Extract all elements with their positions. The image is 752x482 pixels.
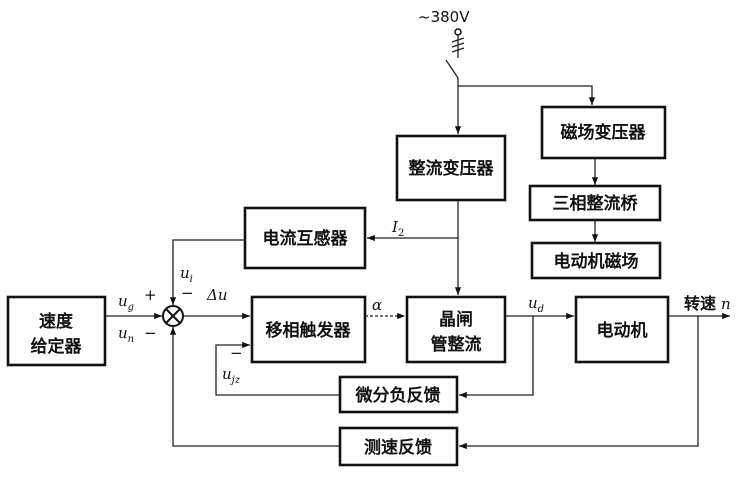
switch-icon: [445, 35, 465, 79]
arrow-to-derivative-feedback: [459, 316, 534, 399]
label-speed-n: n: [721, 295, 731, 313]
block-thyristor-rectifier: 晶闸 管整流: [405, 295, 507, 364]
label-i2: I2: [391, 218, 404, 239]
block-three-phase-bridge: 三相整流桥: [528, 184, 662, 222]
block-motor: 电动机: [574, 295, 670, 364]
label-ug: ug: [118, 292, 134, 313]
supply-terminal: [454, 28, 462, 36]
label-ui: ui: [180, 264, 193, 285]
svg-text:磁场变压器: 磁场变压器: [561, 122, 647, 143]
svg-text:整流变压器: 整流变压器: [409, 158, 495, 179]
arrow-un: [169, 327, 340, 447]
svg-text:晶闸: 晶闸: [439, 309, 473, 330]
svg-text:微分负反馈: 微分负反馈: [355, 385, 441, 406]
block-speed-setter: 速度 给定器: [6, 295, 107, 367]
block-derivative-feedback: 微分负反馈: [338, 375, 459, 414]
svg-text:测速反馈: 测速反馈: [364, 437, 432, 458]
label-delta-u: Δu: [206, 286, 228, 304]
label-ujz: ujz: [222, 365, 241, 386]
block-phase-trigger: 移相触发器: [250, 295, 367, 364]
block-tacho-feedback: 测速反馈: [338, 426, 459, 467]
label-ud: ud: [528, 294, 544, 315]
supply-label: ~380V: [418, 8, 470, 26]
svg-text:管整流: 管整流: [431, 334, 482, 355]
block-rectifier-transformer: 整流变压器: [395, 134, 507, 202]
block-current-transformer: 电流互感器: [243, 206, 367, 270]
svg-text:速度: 速度: [39, 311, 74, 332]
block-field-transformer: 磁场变压器: [540, 105, 667, 160]
label-alpha: α: [372, 296, 382, 314]
arrow-ujz: [215, 341, 340, 396]
svg-text:三相整流桥: 三相整流桥: [553, 193, 639, 214]
sign-ug: +: [144, 286, 157, 304]
sign-ui: −: [181, 284, 194, 302]
svg-text:电动机磁场: 电动机磁场: [554, 251, 639, 272]
svg-text:移相触发器: 移相触发器: [266, 320, 352, 341]
svg-text:给定器: 给定器: [31, 336, 83, 357]
block-motor-field: 电动机磁场: [530, 241, 662, 280]
label-speed: 转速: [684, 294, 716, 313]
arrow-ui: [169, 239, 245, 305]
summing-junction-icon: [162, 305, 184, 327]
sign-un: −: [144, 324, 157, 342]
arrow-to-tacho-feedback: [459, 316, 699, 450]
svg-text:电流互感器: 电流互感器: [263, 228, 349, 249]
label-un: un: [118, 324, 134, 345]
line-to-field-transformer: [458, 85, 596, 105]
svg-text:电动机: 电动机: [597, 320, 648, 341]
sign-ujz: −: [230, 344, 243, 362]
